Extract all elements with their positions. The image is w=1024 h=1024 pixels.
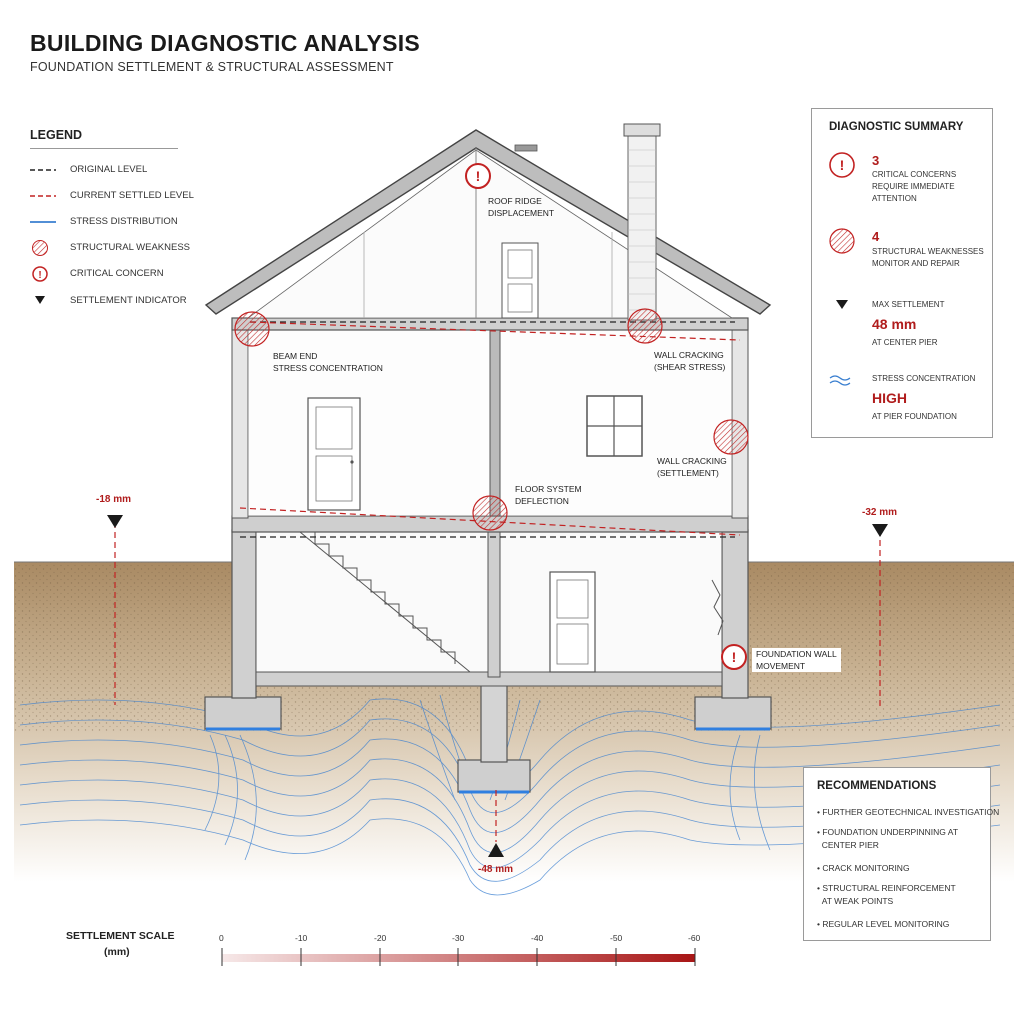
stress-value: HIGH: [872, 390, 907, 406]
page-subtitle: FOUNDATION SETTLEMENT & STRUCTURAL ASSES…: [30, 60, 394, 74]
hatched-circle-icon: [32, 240, 48, 256]
recommendation-item: • CRACK MONITORING: [817, 863, 910, 873]
red-dashed-line-icon: [30, 195, 56, 197]
scale-tick-label: -50: [610, 933, 623, 943]
settlement-indicators: [107, 515, 888, 857]
legend-item-current-settled-level: CURRENT SETTLED LEVEL: [30, 187, 200, 205]
recommendation-item: • REGULAR LEVEL MONITORING: [817, 919, 950, 929]
summary-title: DIAGNOSTIC SUMMARY: [829, 121, 964, 133]
max-settlement-location: AT CENTER PIER: [872, 338, 938, 347]
max-settlement-value: 48 mm: [872, 316, 917, 332]
left-settlement-measurement: -18 mm: [96, 494, 132, 505]
blue-line-icon: [30, 221, 56, 223]
scale-tick-label: -10: [295, 933, 308, 943]
recommendations-panel: RECOMMENDATIONS • FURTHER GEOTECHNICAL I…: [803, 767, 999, 941]
critical-text-1: CRITICAL CONCERNS: [872, 170, 957, 179]
recommendation-item: • STRUCTURAL REINFORCEMENT AT WEAK POINT…: [817, 883, 956, 906]
triangle-down-icon: [35, 296, 45, 304]
diagnostic-summary-panel: DIAGNOSTIC SUMMARY ! 3 CRITICAL CONCERNS…: [811, 108, 993, 438]
critical-text-3: ATTENTION: [872, 194, 917, 203]
recommendations-title: RECOMMENDATIONS: [817, 780, 937, 792]
wall-cracking-shear-label: WALL CRACKING(SHEAR STRESS): [654, 350, 726, 372]
recommendation-item: • FURTHER GEOTECHNICAL INVESTIGATION: [817, 807, 1000, 817]
scale-tick-label: -30: [452, 933, 465, 943]
weakness-text-1: STRUCTURAL WEAKNESSES: [872, 247, 984, 256]
settlement-scale-bar: [221, 948, 696, 966]
legend-item-settlement-indicator: SETTLEMENT INDICATOR: [30, 292, 200, 310]
roof-structure: [204, 129, 772, 319]
svg-text:!: !: [38, 270, 41, 281]
main-floor-door: [307, 397, 361, 511]
scale-tick-label: 0: [219, 933, 224, 943]
scale-tick-label: -60: [688, 933, 701, 943]
exclamation-circle-icon: !: [829, 152, 855, 178]
basement-structure: [231, 529, 749, 699]
svg-text:!: !: [732, 649, 737, 665]
scale-tick-label: -20: [374, 933, 387, 943]
exclamation-circle-icon: !: [32, 266, 48, 282]
stress-location: AT PIER FOUNDATION: [872, 412, 957, 421]
center-settlement-measurement: -48 mm: [478, 864, 514, 875]
svg-text:!: !: [840, 157, 845, 173]
max-settlement-label: MAX SETTLEMENT: [872, 300, 945, 309]
legend-item-critical-concern: ! CRITICAL CONCERN: [30, 265, 200, 283]
wave-lines-icon: [829, 375, 851, 386]
basement-door: [549, 571, 596, 673]
window: [586, 395, 643, 457]
right-settlement-measurement: -32 mm: [862, 507, 898, 518]
hatched-circle-icon: [829, 228, 855, 254]
wall-cracking-settlement-label: WALL CRACKING(SETTLEMENT): [657, 456, 727, 478]
critical-count: 3: [872, 153, 880, 168]
triangle-down-icon: [836, 300, 848, 309]
critical-concern-markers: ! !: [465, 163, 747, 670]
black-dashed-line-icon: [30, 169, 56, 171]
legend-item-original-level: ORIGINAL LEVEL: [30, 161, 200, 179]
legend-item-stress-distribution: STRESS DISTRIBUTION: [30, 213, 200, 231]
stress-label: STRESS CONCENTRATION: [872, 374, 976, 383]
chimney: [623, 123, 661, 321]
recommendation-item: • FOUNDATION UNDERPINNING AT CENTER PIER: [817, 827, 959, 850]
weakness-count: 4: [872, 229, 880, 244]
svg-text:!: !: [476, 168, 481, 184]
foundation-footings: [204, 676, 772, 794]
legend-title: LEGEND: [30, 128, 178, 149]
basement-stairs: [299, 531, 471, 673]
page-title: BUILDING DIAGNOSTIC ANALYSIS: [30, 30, 421, 56]
structural-weakness-markers: [234, 308, 749, 531]
settlement-scale-title: SETTLEMENT SCALE (mm): [66, 930, 175, 958]
scale-tick-label: -40: [531, 933, 544, 943]
critical-text-2: REQUIRE IMMEDIATE: [872, 182, 955, 191]
legend: LEGEND ORIGINAL LEVEL CURRENT SETTLED LE…: [30, 128, 194, 306]
weakness-text-2: MONITOR AND REPAIR: [872, 259, 960, 268]
legend-item-structural-weakness: STRUCTURAL WEAKNESS: [30, 239, 200, 257]
